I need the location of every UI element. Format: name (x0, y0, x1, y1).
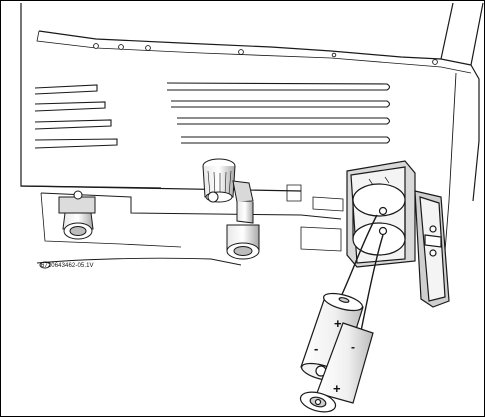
left-water-fitting (58, 190, 96, 240)
battery-upper-positive-sign: + (334, 316, 342, 331)
battery-lower-negative-sign: - (351, 340, 355, 354)
battery-upper-negative-sign: - (314, 341, 318, 356)
battery-compartment (346, 160, 416, 268)
base-plate (36, 184, 344, 269)
right-vent-slots (166, 82, 391, 144)
compartment-lid (414, 190, 450, 308)
left-vent-slots (34, 84, 118, 149)
figure-code-label: 6720643462-05.1V (41, 263, 94, 269)
battery-lower (299, 322, 374, 413)
centre-inlet-fitting (202, 158, 260, 260)
battery-upper (300, 292, 364, 382)
rail-screw-holes (93, 43, 438, 65)
battery-lower-positive-sign: + (333, 381, 341, 396)
